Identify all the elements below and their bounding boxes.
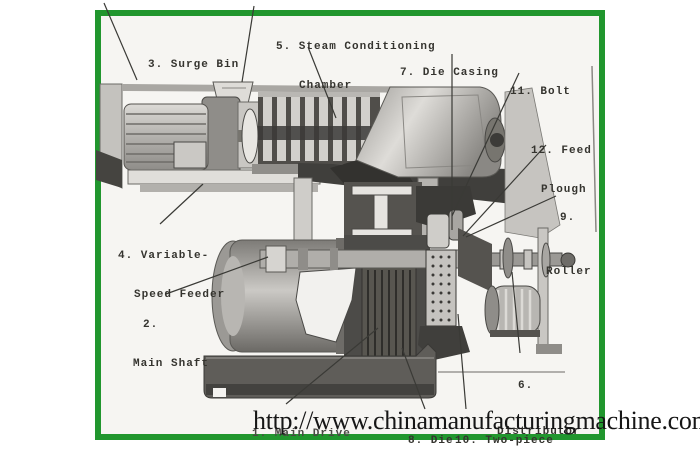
leader-variable-speed-feeder — [159, 183, 204, 225]
label-two-piece-line1: 10. Two-piece — [455, 435, 554, 447]
leader-surge-bin-right — [241, 5, 255, 83]
label-variable-speed-feeder-line2: Speed Feeder — [134, 289, 226, 301]
guard-edge — [591, 65, 597, 233]
label-variable-speed-feeder-line1: 4. Variable- — [118, 250, 210, 262]
leader-lines — [103, 2, 557, 410]
label-surge-bin-line1: 3. Surge Bin — [148, 59, 240, 71]
label-bolt: 11. Bolt — [510, 60, 571, 125]
label-die-casing-line1: 7. Die Casing — [400, 67, 499, 79]
leader-feed-plough — [462, 144, 547, 237]
leader-distributor — [511, 271, 521, 354]
watermark-url: http://www.chinamanufacturingmachine.com — [253, 406, 700, 435]
label-main-drive-line1: 1. Main Drive — [252, 428, 351, 440]
label-distributor: 6. Distributor — [497, 354, 581, 450]
label-main-shaft: 2. Main Shaft — [133, 293, 209, 397]
leader-die — [401, 347, 426, 410]
label-roller-line2: Roller — [546, 266, 592, 278]
label-two-piece: 10. Two-piece — [455, 409, 554, 450]
leader-two-piece — [457, 313, 467, 410]
label-steam-conditioning-chamber: 5. Steam Conditioning Chamber — [276, 15, 436, 119]
label-surge-bin: 3. Surge Bin — [148, 33, 239, 98]
leader-main-shaft — [165, 256, 269, 295]
label-distributor-line2: Distributor — [497, 426, 581, 438]
label-die: 8. Die — [408, 409, 454, 450]
leader-surge-bin-left — [103, 2, 138, 81]
label-steam-conditioning-chamber-line2: Chamber — [299, 80, 353, 92]
label-die-line1: 8. Die — [408, 435, 454, 447]
distributor — [484, 227, 562, 354]
label-bolt-line1: 11. Bolt — [510, 86, 571, 98]
label-main-shaft-line2: Main Shaft — [133, 358, 210, 370]
label-steam-conditioning-chamber-line1: 5. Steam Conditioning — [276, 41, 436, 53]
label-feed-plough-line2: Plough — [541, 184, 587, 196]
label-feed-plough: 12. Feed Plough — [531, 119, 592, 223]
feed-plough — [458, 228, 492, 292]
die-ring — [425, 249, 457, 327]
leader-roller — [465, 195, 557, 238]
label-main-drive: 1. Main Drive — [252, 402, 351, 450]
leader-steam-chamber — [307, 46, 337, 119]
label-distributor-line1: 6. — [518, 380, 534, 392]
roller — [426, 213, 450, 249]
feeder-motor — [123, 96, 321, 192]
leader-bolt — [451, 72, 520, 217]
label-feed-plough-line1: 12. Feed — [531, 145, 592, 157]
leader-main-drive — [285, 327, 379, 405]
main-shaft — [259, 245, 576, 273]
label-variable-speed-feeder: 4. Variable- Speed Feeder — [118, 224, 225, 328]
label-roller: 9. Roller — [546, 186, 592, 305]
label-roller-line1: 9. — [560, 212, 576, 224]
label-die-casing: 7. Die Casing — [400, 41, 499, 106]
machine-base — [203, 343, 565, 399]
label-main-shaft-line1: 2. — [143, 319, 159, 331]
die-assembly — [416, 186, 492, 360]
